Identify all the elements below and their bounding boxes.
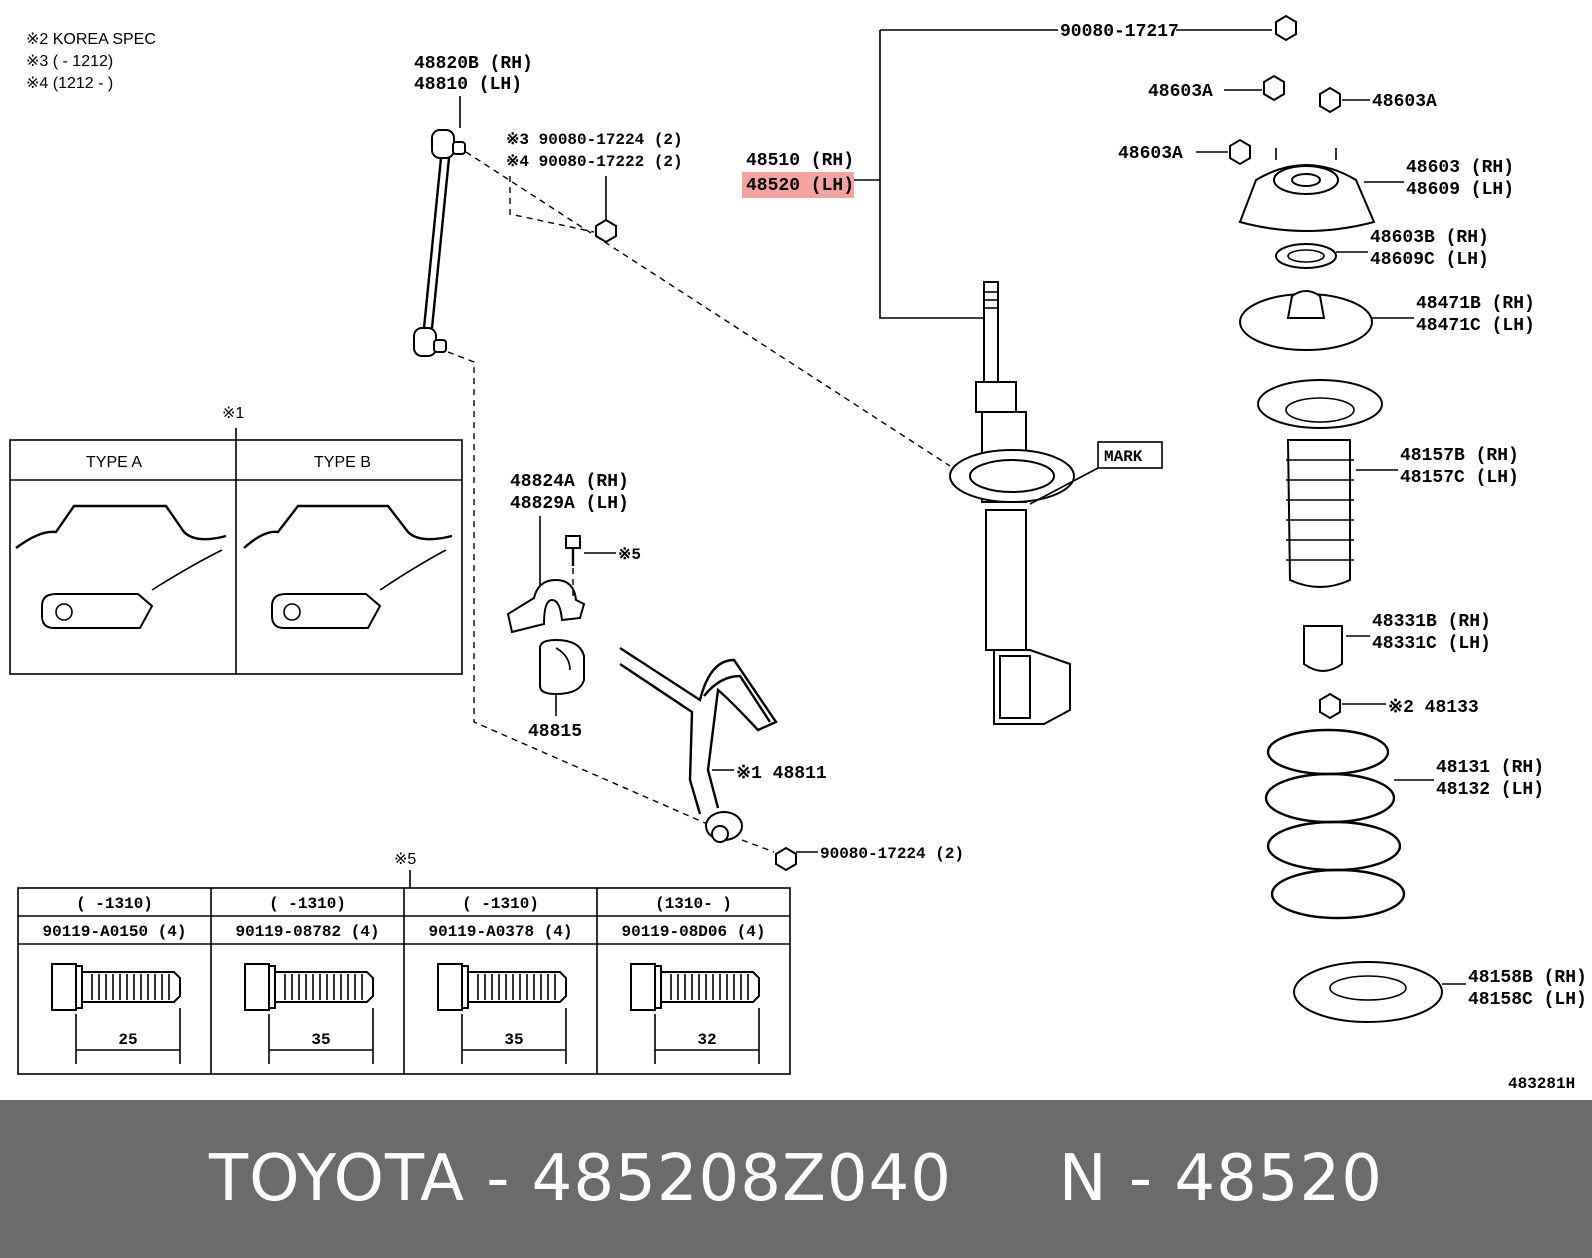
bolt-part-number: 90119-08D06 (4) [621,923,765,941]
strut-mount [1238,148,1376,232]
label-48815: 48815 [528,722,582,742]
stabilizer-link [413,96,466,357]
mark-box [1097,441,1163,469]
nut-48133-icon [1319,692,1341,720]
label-48603: 48603 (RH) [1406,158,1514,178]
bolt-length: 35 [504,1031,523,1049]
label-48811: ※1 48811 [736,764,827,784]
coil-spring [1264,728,1406,920]
stabilizer-bar [619,646,778,843]
label-48603a-3: 48603A [1118,144,1183,164]
bolt-part-number: 90119-A0378 (4) [428,923,572,941]
note-korea-spec: ※2 KOREA SPEC [26,31,156,48]
label-48131: 48131 (RH) [1436,758,1544,778]
note-3: ※3 ( - 1212) [26,53,113,70]
nut-48603a-3-icon [1229,138,1251,166]
bolt-part-number: 90119-08782 (4) [235,923,379,941]
dust-boot [1257,379,1383,588]
type-b-label: TYPE B [314,454,371,471]
label-48158c: 48158C (LH) [1468,990,1587,1010]
parts-diagram: ※2 KOREA SPEC ※3 ( - 1212) ※4 (1212 - ) … [9,14,1587,1093]
label-48331b: 48331B (RH) [1372,612,1491,632]
label-48603a-1: 48603A [1148,82,1213,102]
label-48471c: 48471C (LH) [1416,316,1535,336]
label-48157c: 48157C (LH) [1400,468,1519,488]
highlight-48520 [742,172,854,198]
type-inset: TYPE A TYPE B [9,439,463,675]
lower-spring-insulator [1293,961,1443,1023]
stabilizer-bracket [506,578,586,634]
bolt-range: ( -1310) [462,895,539,913]
bolt-table: ( -1310) 90119-A0150 (4) 25 ( -1310) 90119-0… [17,887,791,1075]
label-90080-17222-n4: ※4 90080-17222 (2) [506,153,683,171]
note-4: ※4 (1212 - ) [26,75,113,92]
bolt-range: ( -1310) [76,895,153,913]
label-48609c: 48609C (LH) [1370,250,1489,270]
bolt-icon [51,963,181,1011]
label-48331c: 48331C (LH) [1372,634,1491,654]
bump-stop [1303,625,1343,672]
label-90080-17224-n3: ※3 90080-17224 (2) [506,131,683,149]
top-nut-icon [1275,14,1297,42]
label-48158b: 48158B (RH) [1468,968,1587,988]
stabilizer-bushing [539,638,585,696]
label-48820b: 48820B (RH) [414,54,533,74]
label-48133: ※2 48133 [1388,698,1479,718]
shock-absorber [949,281,1075,725]
label-48132: 48132 (LH) [1436,780,1544,800]
label-48471b: 48471B (RH) [1416,294,1535,314]
footer-banner: TOYOTA - 485208Z040 N - 48520 [0,1100,1592,1258]
bearing [1275,243,1337,269]
label-48520: 48520 (LH) [746,176,854,196]
label-48824a: 48824A (RH) [510,472,629,492]
nut-48603a-1-icon [1263,74,1285,102]
label-48157b: 48157B (RH) [1400,446,1519,466]
bolt-length: 32 [697,1031,716,1049]
bolt-icon [565,535,581,566]
figure-id: 483281H [1508,1075,1575,1093]
label-mark: MARK [1104,448,1143,466]
bolt-part-number: 90119-A0150 (4) [42,923,186,941]
bolt-icon [244,963,374,1011]
label-90080-17217: 90080-17217 [1060,22,1179,42]
bolt-length: 25 [118,1031,137,1049]
type-a-label: TYPE A [86,454,142,471]
inset-marker-1: ※1 [222,405,244,422]
stabilizer-nut-icon [775,846,797,872]
label-note5-bolt: ※5 [618,546,641,564]
bolt-length: 35 [311,1031,330,1049]
upper-spring-seat [1239,290,1373,351]
footer-part-number: TOYOTA - 485208Z040 N - 48520 [209,1142,1383,1216]
nut-48603a-2-icon [1319,86,1341,114]
bolt-range: ( -1310) [269,895,346,913]
label-48609: 48609 (LH) [1406,180,1514,200]
bolt-range: (1310- ) [655,895,732,913]
label-48603a-2: 48603A [1372,92,1437,112]
bolt-icon [437,963,567,1011]
bolt-icon [630,963,760,1011]
table-marker-5: ※5 [394,851,416,868]
label-90080-17224: 90080-17224 (2) [820,845,964,863]
label-48829a: 48829A (LH) [510,494,629,514]
label-48810: 48810 (LH) [414,75,522,95]
label-48510: 48510 (RH) [746,151,854,171]
label-48603b: 48603B (RH) [1370,228,1489,248]
